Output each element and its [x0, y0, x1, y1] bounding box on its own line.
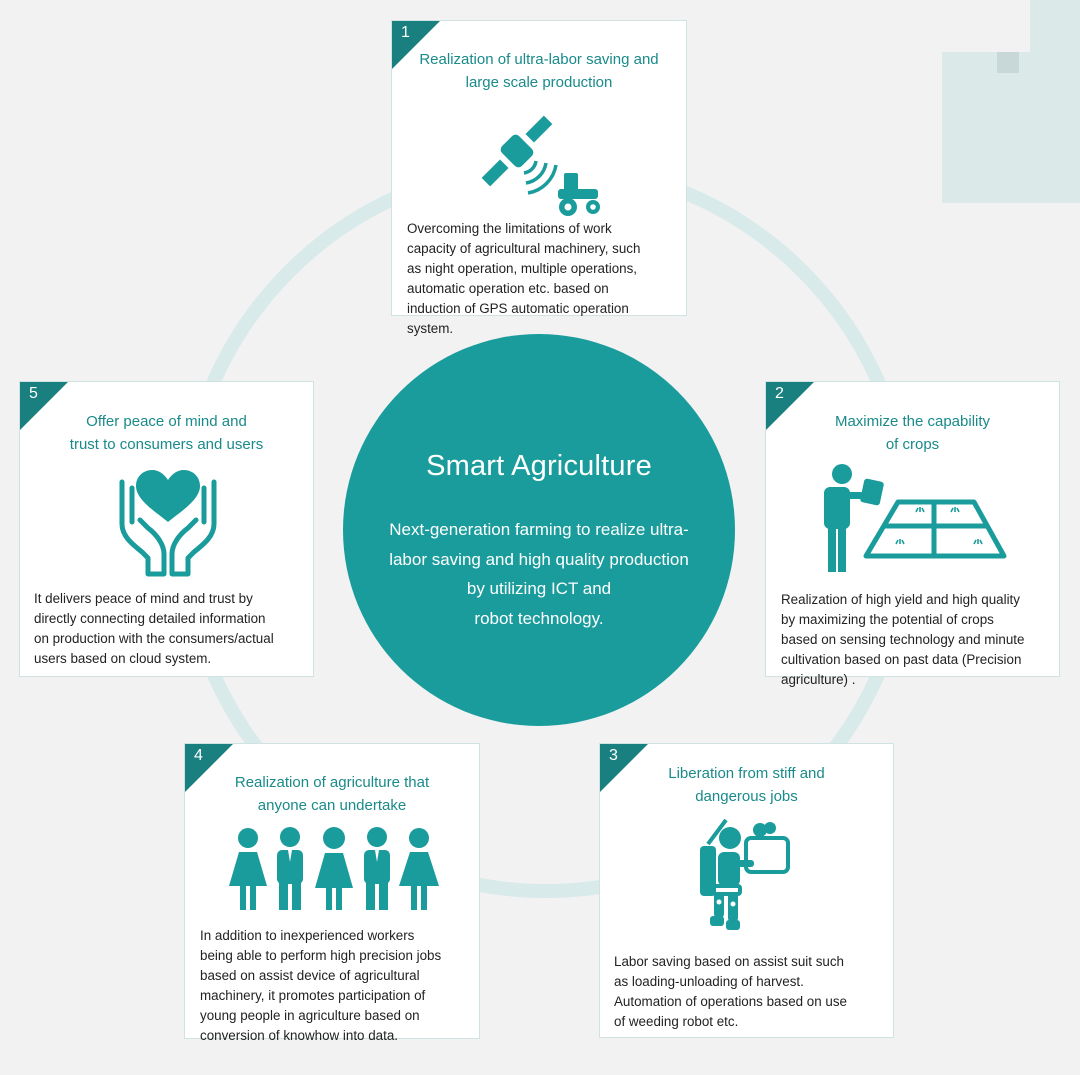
card-corner-triangle: [766, 382, 814, 430]
person-field-icon: [824, 464, 1007, 572]
center-title: Smart Agriculture: [426, 450, 652, 482]
center-circle: Smart Agriculture Next-generation farmin…: [343, 334, 735, 726]
satellite-tractor-icon: [481, 115, 600, 216]
card-number: 3: [609, 747, 618, 764]
decor-square-top: [1030, 0, 1080, 52]
assist-suit-icon: [700, 818, 790, 930]
card-text: Overcoming the limitations of work capac…: [407, 221, 641, 336]
card-text: Realization of high yield and high quali…: [781, 592, 1025, 687]
card-corner-triangle: [600, 744, 648, 792]
decor-square-large: [942, 52, 1080, 203]
hands-heart-icon: [119, 470, 217, 577]
card-2: 2 Maximize the capability of crops Reali…: [765, 381, 1060, 687]
card-5: 5 Offer peace of mind and trust to consu…: [19, 381, 314, 677]
card-title: Maximize the capability of crops: [834, 413, 991, 453]
card-corner-triangle: [20, 382, 68, 430]
card-3: 3 Liberation from stiff and dangerous jo…: [599, 743, 894, 1038]
card-number: 2: [775, 385, 784, 402]
card-1: 1 Realization of ultra-labor saving and …: [391, 20, 687, 336]
decor-square-small: [997, 52, 1019, 73]
card-corner-triangle: [392, 21, 440, 69]
card-text: It delivers peace of mind and trust by d…: [34, 591, 274, 666]
card-title: Offer peace of mind and trust to consume…: [69, 413, 264, 453]
card-text: Labor saving based on assist suit such a…: [614, 954, 848, 1029]
card-corner-triangle: [185, 744, 233, 792]
people-group-icon: [229, 827, 439, 910]
center-description: Next-generation farming to realize ultra…: [389, 520, 689, 628]
card-text: In addition to inexperienced workers bei…: [200, 928, 442, 1043]
card-title: Realization of ultra-labor saving and la…: [419, 51, 659, 91]
card-number: 1: [401, 24, 410, 41]
card-4: 4 Realization of agriculture that anyone…: [184, 743, 480, 1043]
card-title: Realization of agriculture that anyone c…: [234, 774, 430, 814]
card-number: 4: [194, 747, 203, 764]
card-number: 5: [29, 385, 38, 402]
card-title: Liberation from stiff and dangerous jobs: [668, 765, 825, 805]
